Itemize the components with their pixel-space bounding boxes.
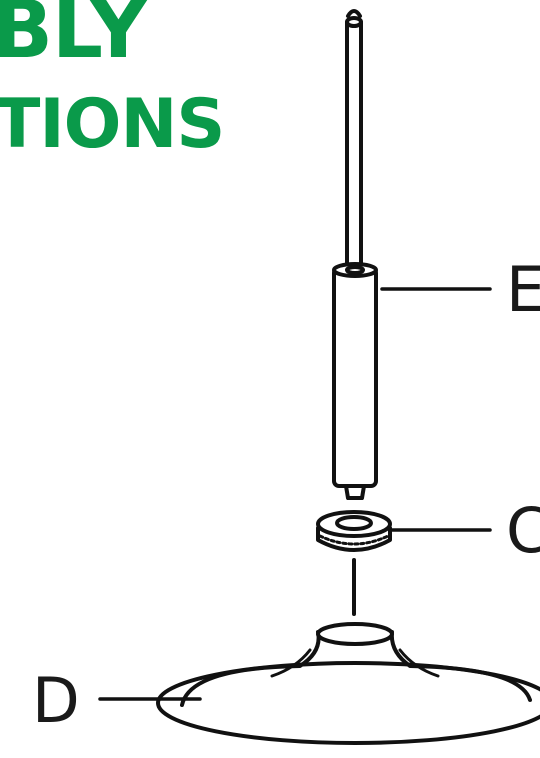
base-plate (156, 622, 540, 745)
gas-cylinder (332, 9, 378, 500)
heading-line-1: BLY (0, 0, 147, 76)
bearing-ring (316, 510, 392, 552)
callout-label-e: E (506, 253, 540, 326)
callout-label-d: D (32, 664, 80, 737)
callout-label-c: C (506, 494, 540, 567)
heading-line-2: TIONS (0, 85, 225, 164)
